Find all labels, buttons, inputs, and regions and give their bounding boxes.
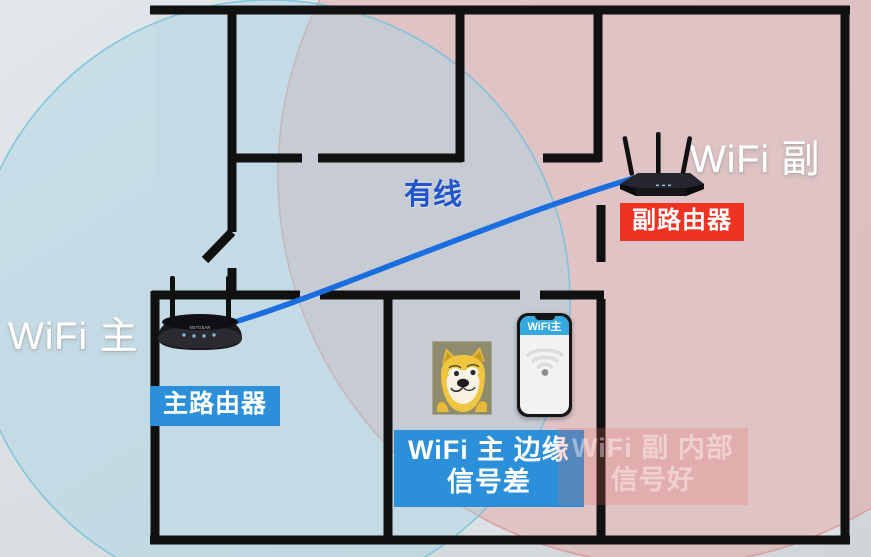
sub-router-antennas [622,132,693,176]
sub-router-badge: 副路由器 [620,203,744,242]
main-coverage-circle [0,0,571,557]
sub-inside-line2: 信号好 [610,464,695,495]
phone-ssid-header: WiFi主 [520,316,569,335]
wifi-main-coverage-label: WiFi 主 [8,316,139,358]
main-router[interactable]: NETGEAR [148,272,252,356]
sub-inside-good-badge: WiFi 副 内部 信号好 [558,428,748,505]
sub-coverage-circle [277,0,871,557]
wifi-weak-icon [520,342,569,376]
wired-connection-label: 有线 [404,179,463,211]
phone-notch [534,316,555,320]
sub-inside-line1: WiFi 副 内部 [572,433,734,463]
main-router-antennas [170,276,231,320]
main-edge-weak-badge: WiFi 主 边缘 信号差 [394,430,584,507]
phone-screen[interactable]: WiFi主 [520,316,569,414]
doge-shiba-meme-image [432,341,492,415]
main-router-body: NETGEAR [158,314,242,350]
svg-text:NETGEAR: NETGEAR [189,325,210,330]
door-swing-left [201,228,236,264]
main-router-badge: 主路由器 [150,386,281,426]
wired-cable [203,175,637,333]
main-edge-line2: 信号差 [446,466,531,497]
wifi-sub-coverage-label: WiFi 副 [690,139,821,181]
sub-router-body [620,173,704,196]
main-edge-line1: WiFi 主 边缘 [408,435,570,465]
smartphone[interactable]: WiFi主 [517,313,572,417]
sub-router[interactable] [612,130,708,202]
